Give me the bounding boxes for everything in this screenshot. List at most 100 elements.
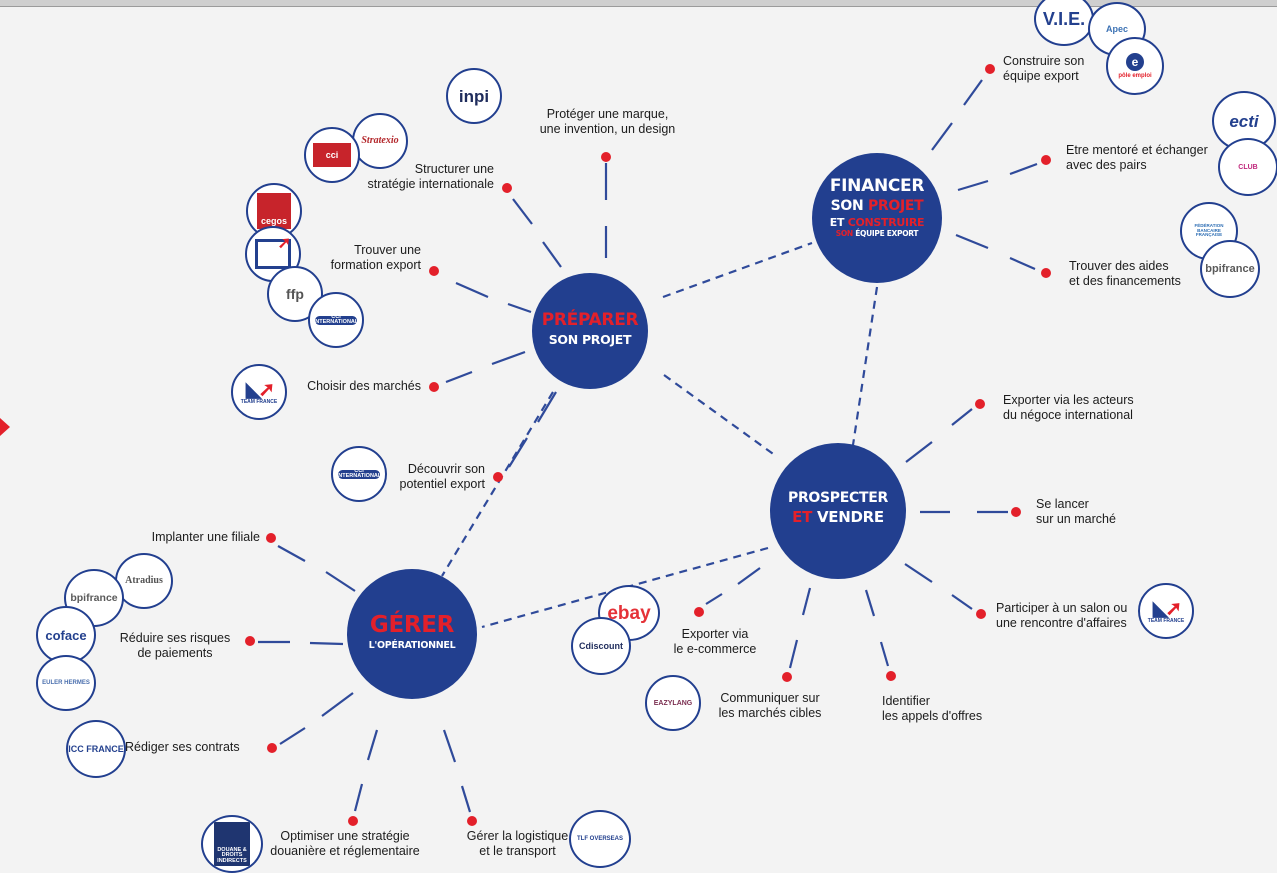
hub-preparer: PRÉPARER SON PROJET (532, 310, 648, 347)
link-financer-prospecter (851, 286, 879, 446)
logo-team-france-1-text: TEAM FRANCE (240, 398, 278, 405)
logo-bpifrance-1: bpifrance (1200, 240, 1260, 298)
hub-financer-line3-b: CONSTRUIRE (847, 215, 925, 229)
logo-cegos-text: cegos (260, 216, 287, 226)
hub-preparer-circle (532, 273, 648, 389)
label-proteger: Protéger une marque, une invention, un d… (539, 107, 676, 136)
logo-cci-international-1-text: CCI INTERNATIONAL (313, 313, 359, 325)
hub-financer-line4-a: SON (835, 229, 856, 239)
link-prospecter-gerer (481, 546, 769, 629)
hub-prospecter-line2-b: VENDRE (816, 507, 884, 526)
hub-prospecter-title: PROSPECTER (787, 490, 889, 506)
label-salon: Participer à un salon ou une rencontre d… (996, 601, 1128, 630)
spokes-gerer (258, 545, 472, 813)
logo-coface-text: coface (45, 627, 87, 643)
logo-cegos-mark: cegos (257, 193, 291, 229)
logo-euler-hermes-text: EULER HERMES (42, 680, 90, 686)
label-formation: Trouver une formation export (330, 243, 421, 272)
logo-team-france-1: ◣➚TEAM FRANCE (231, 364, 287, 420)
logo-douane-mark: DOUANE & DROITS INDIRECTS (214, 822, 250, 866)
hub-gerer-subtitle: L'OPÉRATIONNEL (368, 640, 456, 652)
hub-financer-circle (812, 153, 942, 283)
logo-atradius-text: Atradius (125, 575, 163, 586)
hub-preparer-subtitle: SON PROJET (548, 331, 632, 347)
label-douaniere: Optimiser une stratégie douanière et rég… (270, 829, 420, 858)
hub-prospecter: PROSPECTER ET VENDRE (770, 491, 906, 525)
label-communiquer: Communiquer sur les marchés cibles (718, 691, 822, 720)
logo-douane-text: DOUANE & DROITS INDIRECTS (217, 846, 247, 864)
logo-pole-emploi-text: pôle emploi (1118, 73, 1152, 79)
logo-team-france-2-text: TEAM FRANCE (1147, 617, 1185, 624)
logo-cci-international-2-text: CCI INTERNATIONAL (336, 467, 382, 479)
logo-euler-hermes: EULER HERMES (36, 655, 96, 711)
logo-formatex-frame: ➚ (255, 235, 291, 269)
hub-prospecter-line2-a: ET (792, 507, 817, 526)
hub-financer-line2: SON PROJET (812, 197, 942, 214)
left-arrow-marker (0, 418, 10, 436)
logo-inpi: inpi (446, 68, 502, 124)
logo-cci: cci (304, 127, 360, 183)
top-edge (0, 0, 1277, 7)
label-logistique: Gérer la logistique et le transport (466, 829, 569, 858)
hub-prospecter-line2: ET VENDRE (770, 507, 906, 526)
arrow-icon: ➚ (277, 235, 291, 252)
label-aides: Trouver des aides et des financements (1069, 259, 1181, 288)
logo-stratexio-text: Stratexio (361, 135, 399, 146)
logo-bpifrance-2-text: bpifrance (70, 591, 118, 604)
label-potentiel: Découvrir son potentiel export (399, 462, 485, 491)
logo-stratexio: Stratexio (352, 113, 408, 169)
hub-financer-line4: SON ÉQUIPE EXPORT (812, 230, 942, 238)
hub-gerer-title: GÉRER (369, 612, 455, 638)
logo-tlf-overseas-text: TLF OVERSEAS (576, 836, 623, 842)
hub-gerer-circle (347, 569, 477, 699)
logo-team-france-2: ◣➚TEAM FRANCE (1138, 583, 1194, 639)
team-france-icon: ◣➚ (245, 378, 275, 401)
hub-financer-line2-b: PROJET (867, 197, 924, 214)
logo-inpi-text: inpi (458, 86, 490, 106)
hub-financer-title: FINANCER (829, 176, 925, 196)
hub-financer-line3: ET CONSTRUIRE (812, 215, 942, 229)
logo-ffp-text: ffp (286, 286, 304, 302)
logo-club-text: CLUB (1238, 163, 1258, 171)
link-preparer-prospecter (663, 374, 777, 457)
logo-eazylang-text: EAZYLANG (653, 699, 693, 707)
logo-douane: DOUANE & DROITS INDIRECTS (201, 815, 263, 873)
hub-financer: FINANCER SON PROJET ET CONSTRUIRE SON ÉQ… (812, 176, 942, 238)
logo-bpifrance-2: bpifrance (64, 569, 124, 627)
hub-financer-line3-a: ET (829, 215, 848, 229)
label-filiale: Implanter une filiale (151, 530, 260, 544)
hub-financer-line2-a: SON (830, 197, 868, 214)
logo-vie: V.I.E. (1034, 0, 1094, 46)
logo-coface: coface (36, 606, 96, 664)
logo-cdiscount: Cdiscount (571, 617, 631, 675)
label-structurer: Structurer une stratégie internationale (367, 162, 494, 191)
label-risques: Réduire ses risques de paiements (119, 631, 231, 660)
label-negoce: Exporter via les acteurs du négoce inter… (1003, 393, 1134, 422)
logo-cci-international-1-bar: CCI INTERNATIONAL (313, 313, 359, 325)
hub-financer-line4-b: ÉQUIPE EXPORT (855, 229, 919, 239)
label-ecommerce: Exporter via le e-commerce (673, 627, 757, 656)
label-mentore: Etre mentoré et échanger avec des pairs (1066, 143, 1208, 172)
logo-apec-text: Apec (1105, 23, 1128, 34)
hub-preparer-title: PRÉPARER (541, 310, 639, 330)
logo-tlf-overseas: TLF OVERSEAS (569, 810, 631, 868)
logo-federation-bancaire-text: FÉDÉRATION BANCAIRE FRANÇAISE (1194, 223, 1224, 238)
logo-pole-emploi: e pôle emploi (1106, 37, 1164, 95)
logo-bpifrance-1-text: bpifrance (1205, 262, 1255, 275)
pole-emploi-icon: e (1126, 53, 1144, 71)
label-contrats: Rédiger ses contrats (125, 740, 240, 754)
logo-icc: ICC FRANCE (66, 720, 126, 778)
label-marches: Choisir des marchés (307, 379, 421, 393)
link-preparer-gerer (441, 391, 554, 577)
logo-cci-international-1: CCI INTERNATIONAL (308, 292, 364, 348)
logo-ecti-text: ecti (1229, 111, 1259, 131)
logo-vie-text: V.I.E. (1042, 9, 1086, 29)
team-france-icon-2: ◣➚ (1152, 597, 1182, 620)
label-lancer: Se lancer sur un marché (1036, 497, 1116, 526)
logo-icc-text: ICC FRANCE (68, 743, 124, 754)
logo-ebay-text: ebay (607, 602, 651, 624)
hub-gerer: GÉRER L'OPÉRATIONNEL (347, 613, 477, 651)
logo-cdiscount-text: Cdiscount (579, 640, 623, 651)
label-appels: Identifier les appels d'offres (882, 694, 983, 723)
